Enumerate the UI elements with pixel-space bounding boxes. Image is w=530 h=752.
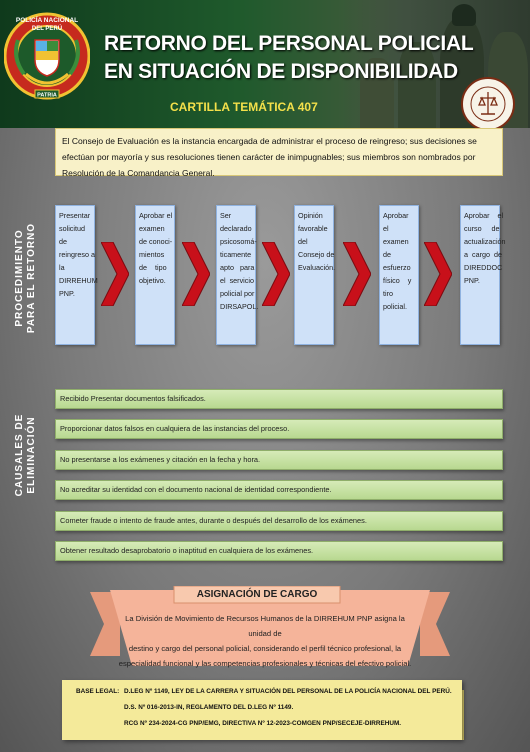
procedure-step-6: Aprobar el curso de actualización a cargo d… <box>460 205 506 345</box>
step-text-line: actualización <box>464 237 506 246</box>
causal-item: Recibido Presentar documentos falsificad… <box>55 389 503 409</box>
step-text-line: PNP. <box>464 276 480 285</box>
procedure-step-5: Aprobar el examen de esfuerzo físico y tiro pol… <box>379 205 419 345</box>
procedure-label-line2: PARA EL RETORNO <box>26 222 37 334</box>
step-text-line: objetivo. <box>139 276 166 285</box>
step-text-line: Evaluación. <box>298 263 336 272</box>
step-text-line: declarado <box>220 224 252 233</box>
chevron-right-icon <box>343 242 371 306</box>
step-text-line: examen <box>139 224 165 233</box>
step-text-line: solicitud <box>59 224 85 233</box>
step-text-line: Consejo de <box>298 250 335 259</box>
step-text-line: examen <box>383 237 409 246</box>
step-text-line: Aprobar el <box>464 211 504 220</box>
step-text-line: reingreso a <box>59 250 95 259</box>
legal-label: BASE LEGAL: <box>76 688 120 695</box>
crest-text-3: PATRIA <box>37 93 57 99</box>
causal-item: Proporcionar datos falsos en cualquiera … <box>55 419 503 439</box>
step-text-line: de tipo <box>139 263 167 272</box>
step-text-line: Presentar <box>59 211 91 220</box>
step-text-line: policial por <box>220 289 255 298</box>
police-crest-icon: POLICÍA NACIONAL DEL PERÚ PATRIA <box>4 12 90 100</box>
procedure-step-2: Aprobar el examen de conoci-mientos de tipo… <box>135 205 175 345</box>
chevron-right-icon <box>262 242 290 306</box>
assignment-text: La División de Movimiento de Recursos Hu… <box>114 611 416 671</box>
step-text-line: Ser <box>220 211 232 220</box>
procedure-label: PROCEDIMIENTO PARA EL RETORNO <box>14 208 38 348</box>
causales-label-line2: ELIMINACIÓN <box>26 416 37 494</box>
step-text-line: Opinión <box>298 211 323 220</box>
step-text-line: la <box>59 263 65 272</box>
chevron-right-icon <box>424 242 452 306</box>
assignment-line: especialidad funcional y las competencia… <box>118 659 412 668</box>
procedure-label-line1: PROCEDIMIENTO <box>14 229 25 327</box>
step-text-line: policial. <box>383 302 407 311</box>
chevron-right-icon <box>182 242 210 306</box>
step-text-line: de <box>383 250 391 259</box>
step-text-line: PNP. <box>59 289 75 298</box>
step-text-line: Aprobar <box>383 211 409 220</box>
intro-paragraph: El Consejo de Evaluación es la instancia… <box>55 128 503 178</box>
step-text-line: psicosomá- <box>220 237 257 246</box>
step-text-line: Aprobar el <box>139 211 173 220</box>
procedure-step-3: Ser declarado psicosomá-ticamente apto para… <box>216 205 259 345</box>
step-text-line: apto para <box>220 263 255 272</box>
step-text-line: tiro <box>383 289 393 298</box>
assignment-ribbon <box>90 586 450 666</box>
step-text-line: físico y <box>383 276 412 285</box>
assignment-line: La División de Movimiento de Recursos Hu… <box>125 614 405 638</box>
causal-item: No presentarse a los exámenes y citación… <box>55 450 503 470</box>
crest-text-1: POLICÍA NACIONAL <box>16 15 78 24</box>
legal-line: D.S. Nº 016-2013-IN, REGLAMENTO DEL D.LE… <box>124 704 294 711</box>
crest-text-2: DEL PERÚ <box>32 25 62 32</box>
step-text-line: DIRREHUM <box>59 276 98 285</box>
causal-item: Obtener resultado desaprobatorio o inapt… <box>55 541 503 561</box>
legal-base-note: BASE LEGAL: D.LEG Nº 1149, LEY DE LA CAR… <box>62 680 462 740</box>
causal-item: No acreditar su identidad con el documen… <box>55 480 503 500</box>
causal-item: Cometer fraude o intento de fraude antes… <box>55 511 503 531</box>
legal-line: RCG Nº 234-2024-CG PNP/EMG, DIRECTIVA Nº… <box>124 720 402 727</box>
step-text-line: de <box>59 237 67 246</box>
step-text-line: el <box>383 224 389 233</box>
step-text-line: el servicio <box>220 276 254 285</box>
step-text-line: favorable <box>298 224 328 233</box>
step-text-line: DIREDDOC <box>464 263 503 272</box>
step-text-line: mientos <box>139 250 165 259</box>
assignment-title: ASIGNACIÓN DE CARGO <box>196 589 318 600</box>
step-text-line: esfuerzo <box>383 263 411 272</box>
step-text-line: de conoci- <box>139 237 173 246</box>
page-title-line2: EN SITUACIÓN DE DISPONIBILIDAD <box>104 60 458 83</box>
causales-label-line1: CAUSALES DE <box>14 413 25 497</box>
step-text-line: DIRSAPOL. <box>220 302 259 311</box>
header-banner: POLICÍA NACIONAL DEL PERÚ PATRIA RETORNO… <box>0 0 530 128</box>
legal-line: D.LEG Nº 1149, LEY DE LA CARRERA Y SITUA… <box>124 688 452 695</box>
step-text-line: ticamente <box>220 250 252 259</box>
page-title-line1: RETORNO DEL PERSONAL POLICIAL <box>104 32 474 55</box>
assignment-line: destino y cargo del personal policial, c… <box>128 644 402 653</box>
legal-advisory-seal-icon <box>461 77 515 131</box>
causales-label: CAUSALES DE ELIMINACIÓN <box>14 390 38 520</box>
step-text-line: a cargo de <box>464 250 502 259</box>
page-subtitle: CARTILLA TEMÁTICA 407 <box>170 100 318 114</box>
step-text-line: del <box>298 237 308 246</box>
step-text-line: curso de <box>464 224 500 233</box>
chevron-right-icon <box>101 242 129 306</box>
